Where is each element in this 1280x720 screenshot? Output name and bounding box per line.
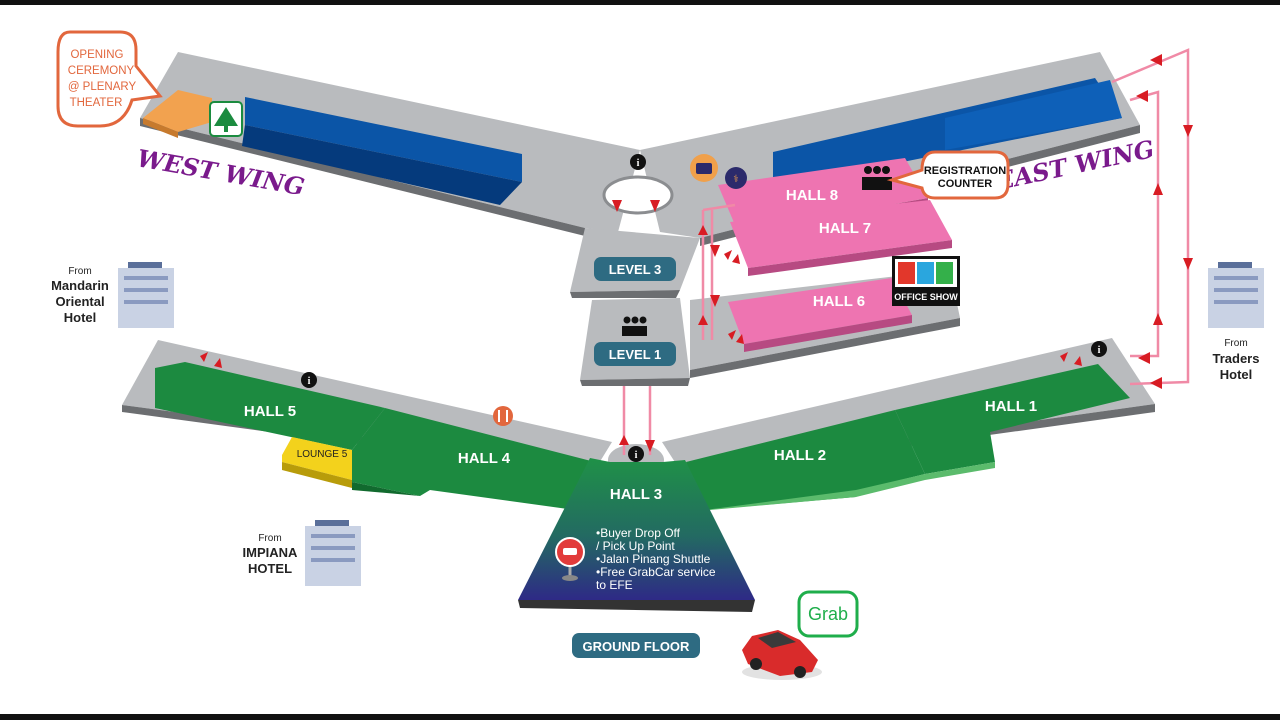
restaurant-icon bbox=[493, 406, 513, 426]
level-1-label: LEVEL 1 bbox=[609, 347, 662, 362]
escalator-icon-hall7 bbox=[724, 250, 740, 264]
medical-icon: ⚕ bbox=[725, 167, 747, 189]
mandarin-name-1: Mandarin bbox=[51, 278, 109, 293]
red-car-icon bbox=[742, 630, 822, 680]
registration-counter-callout: REGISTRATION COUNTER bbox=[886, 150, 1010, 200]
impiana-name-2: HOTEL bbox=[248, 561, 292, 576]
hall-3-label: HALL 3 bbox=[610, 486, 662, 503]
efe-office-show-logo: OFFICE SHOW bbox=[892, 256, 960, 306]
callout-line-2: CEREMONY bbox=[68, 65, 135, 77]
dropoff-line-4: •Free GrabCar service bbox=[596, 565, 716, 579]
registration-desk-icon-level1 bbox=[622, 316, 647, 336]
hall-7-label: HALL 7 bbox=[819, 220, 871, 237]
hall-8-label: HALL 8 bbox=[786, 187, 838, 204]
mandarin-name-2: Oriental bbox=[55, 294, 104, 309]
hall-7-block bbox=[730, 200, 952, 276]
west-wing-hall-block bbox=[242, 97, 522, 205]
dropoff-line-2: / Pick Up Point bbox=[596, 539, 675, 553]
escalator-icon-west bbox=[200, 352, 222, 368]
mandarin-from: From bbox=[68, 266, 91, 277]
traders-hotel-icon bbox=[1208, 262, 1264, 328]
level-3-label: LEVEL 3 bbox=[609, 262, 662, 277]
info-icon-east: i bbox=[1091, 341, 1107, 357]
level-3-badge: LEVEL 3 bbox=[594, 257, 676, 281]
svg-text:i: i bbox=[635, 450, 638, 461]
registration-line-2: COUNTER bbox=[938, 178, 992, 190]
hall-5-label: HALL 5 bbox=[244, 403, 296, 420]
opening-ceremony-callout: OPENING CEREMONY @ PLENARY THEATER bbox=[56, 30, 163, 128]
ground-floor-badge: GROUND FLOOR bbox=[572, 633, 700, 658]
grab-label: Grab bbox=[808, 604, 848, 624]
lounge-5-label: LOUNGE 5 bbox=[297, 449, 348, 460]
top-border-bar bbox=[0, 0, 1280, 5]
dropoff-line-3: •Jalan Pinang Shuttle bbox=[596, 552, 711, 566]
escalator-icon-hall6 bbox=[728, 330, 744, 344]
dropoff-line-1: •Buyer Drop Off bbox=[596, 526, 681, 540]
tree-icon bbox=[209, 101, 243, 137]
hall-1-2-lower-edge bbox=[856, 474, 925, 497]
mandarin-hotel-icon bbox=[118, 262, 174, 328]
svg-text:i: i bbox=[308, 376, 311, 387]
ground-floor-label: GROUND FLOOR bbox=[583, 639, 690, 654]
plenary-theater-block bbox=[143, 90, 212, 138]
info-icon-center: i bbox=[628, 446, 644, 462]
grab-logo: Grab bbox=[797, 590, 859, 638]
hall-1-label: HALL 1 bbox=[985, 398, 1037, 415]
callout-line-1: OPENING bbox=[70, 49, 123, 61]
level-1-badge: LEVEL 1 bbox=[594, 342, 676, 366]
mandarin-name-3: Hotel bbox=[64, 310, 97, 325]
registration-desk-icon-level3 bbox=[862, 166, 892, 190]
east-wing-hall-block bbox=[773, 78, 1122, 188]
traders-name-2: Hotel bbox=[1220, 367, 1253, 382]
hall-4-label: HALL 4 bbox=[458, 450, 511, 467]
hall-5-block bbox=[155, 362, 385, 450]
info-icon-level3: i bbox=[630, 154, 646, 170]
hall-2-block bbox=[686, 410, 925, 510]
svg-text:i: i bbox=[1098, 345, 1101, 356]
luggage-icon bbox=[690, 154, 718, 182]
route-arrows bbox=[612, 54, 1193, 452]
efe-sub-label: OFFICE SHOW bbox=[894, 292, 958, 302]
bottom-border-bar bbox=[0, 714, 1280, 720]
traders-name-1: Traders bbox=[1213, 351, 1260, 366]
callout-line-4: THEATER bbox=[70, 97, 123, 109]
hall-2-label: HALL 2 bbox=[774, 447, 826, 464]
hall-6-block bbox=[728, 278, 912, 352]
center-atrium-ring bbox=[602, 175, 674, 215]
registration-line-1: REGISTRATION bbox=[924, 165, 1006, 177]
info-icon-west: i bbox=[301, 372, 317, 388]
dropoff-line-5: to EFE bbox=[596, 578, 633, 592]
impiana-hotel-icon bbox=[305, 520, 361, 586]
impiana-name-1: IMPIANA bbox=[243, 545, 299, 560]
taxi-stop-icon bbox=[555, 537, 585, 581]
impiana-from: From bbox=[258, 533, 281, 544]
svg-text:⚕: ⚕ bbox=[733, 174, 738, 185]
hall-6-label: HALL 6 bbox=[813, 293, 865, 310]
traders-from: From bbox=[1224, 338, 1247, 349]
svg-text:i: i bbox=[637, 158, 640, 169]
hall-4-block bbox=[352, 408, 595, 510]
lounge-5-block bbox=[282, 437, 352, 488]
callout-line-3: @ PLENARY bbox=[68, 81, 137, 93]
hall-1-block bbox=[895, 364, 1130, 480]
escalator-icon-east bbox=[1060, 352, 1082, 366]
